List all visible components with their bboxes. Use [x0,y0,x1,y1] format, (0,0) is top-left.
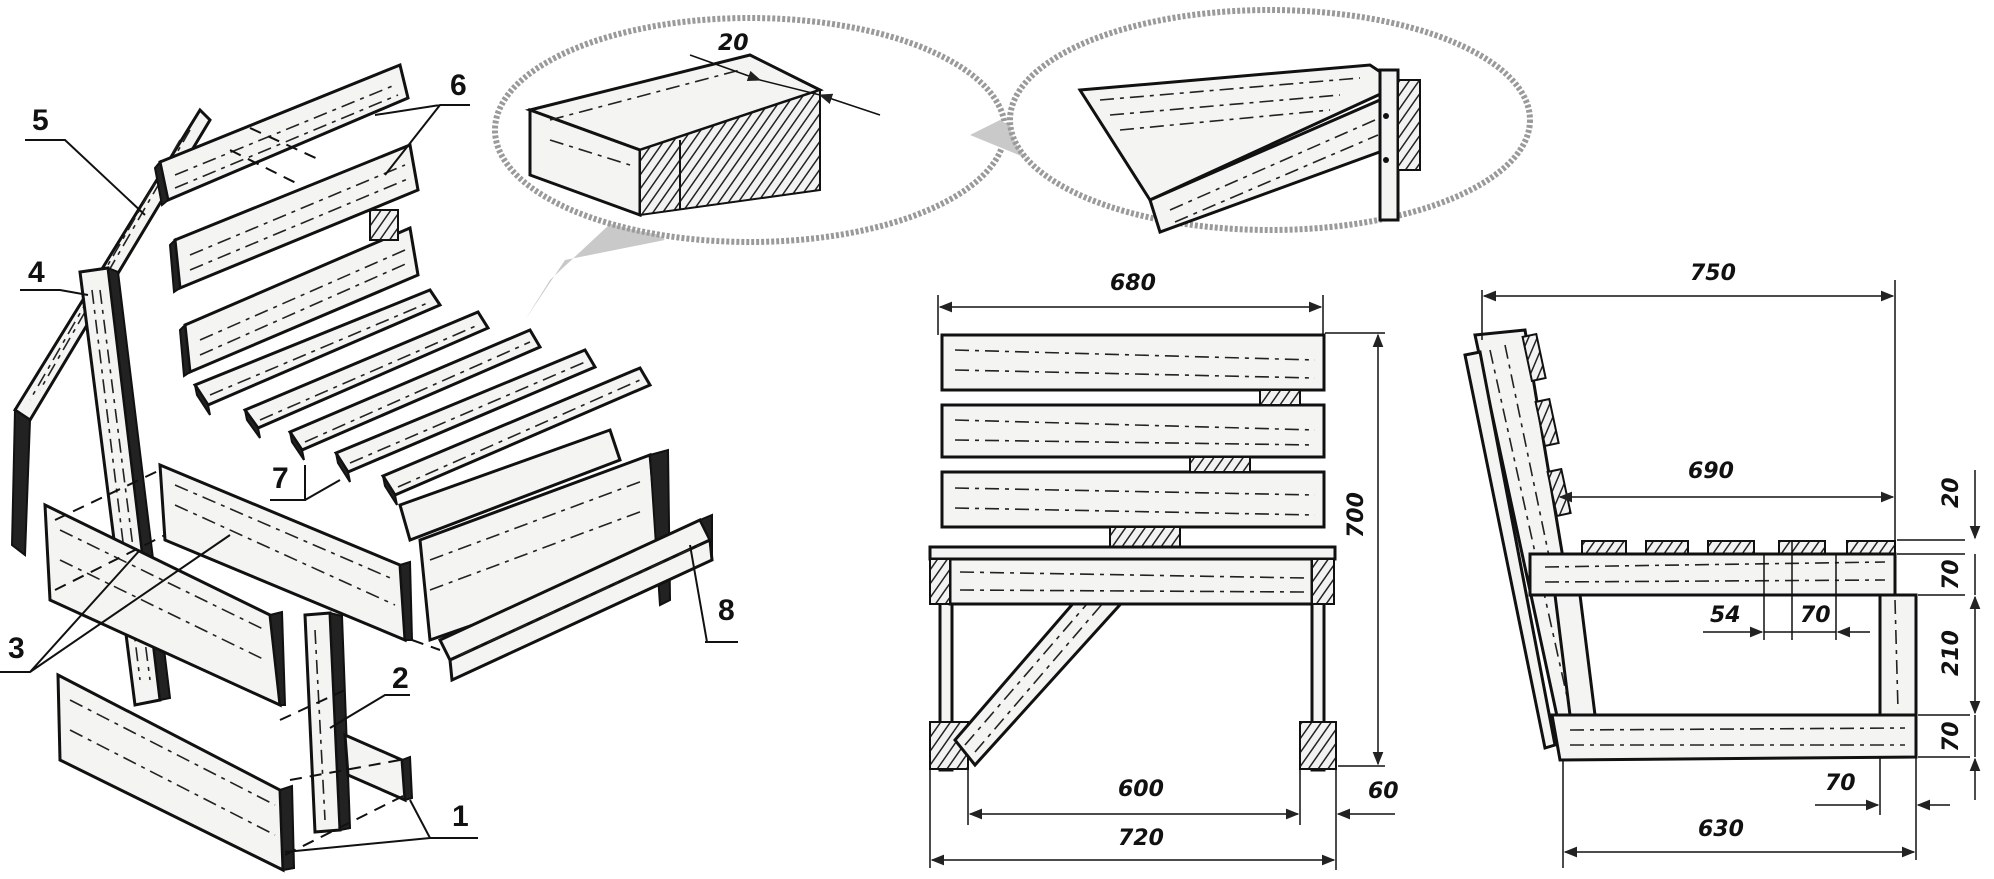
front-back-slat-1 [940,333,1326,392]
assembly-guides [54,127,441,856]
dim-front-inner-span: 600 [1118,777,1164,802]
dim-side-seat-depth: 690 [1688,459,1734,484]
dim-side-base-depth: 630 [1698,817,1744,842]
dim-side-leg-width: 70 [1825,771,1856,796]
label-8: 8 [718,594,735,627]
side-bottom-rail [1550,713,1918,762]
dim-side-slat-width: 70 [1800,603,1831,628]
detail-callouts: 20 [492,7,1533,320]
part-3-side-rails [43,462,414,708]
corner-detail-block [1077,63,1421,234]
label-2: 2 [392,662,409,695]
part-1-bottom-rails [56,672,414,873]
label-7: 7 [272,462,289,495]
front-back-slat-3 [940,470,1326,529]
exploded-view: 5 4 6 7 3 2 1 8 [0,62,738,873]
side-seat-rail [1528,552,1897,597]
label-5: 5 [32,104,49,137]
part-8-front-rail [437,513,714,683]
dim-front-height: 700 [1344,492,1369,538]
dim-side-leg-gap: 210 [1939,630,1964,676]
front-view: 680 700 600 60 720 [928,271,1399,870]
part-6-back-slats [153,62,420,378]
front-seat-rail [948,557,1314,606]
front-back-slat-2 [940,403,1326,459]
label-3: 3 [8,632,25,665]
dim-notch-20: 20 [718,31,749,56]
dim-side-overall-depth: 750 [1690,261,1736,286]
part-2-front-leg [303,611,352,834]
dim-side-bottom-rail-height: 70 [1939,721,1964,752]
front-seat-edge [928,545,1337,561]
part-7-seat-slats [192,288,653,506]
dim-side-seat-rail-height: 70 [1939,559,1964,590]
dim-front-top-width: 680 [1110,271,1156,296]
side-view: 750 690 20 70 210 70 54 70 70 [1463,261,1981,868]
label-6: 6 [450,69,467,102]
label-1: 1 [452,800,469,833]
dim-side-slat-gap: 54 [1710,603,1741,628]
part-labels: 5 4 6 7 3 2 1 8 [0,69,738,853]
callout-tail-left [525,210,665,320]
dim-side-slat-offset: 20 [1939,477,1964,508]
dim-front-overall-width: 720 [1118,826,1164,851]
label-4: 4 [28,256,45,289]
notch-detail-block: 20 [524,31,881,218]
dim-front-leg-width: 60 [1368,779,1399,804]
